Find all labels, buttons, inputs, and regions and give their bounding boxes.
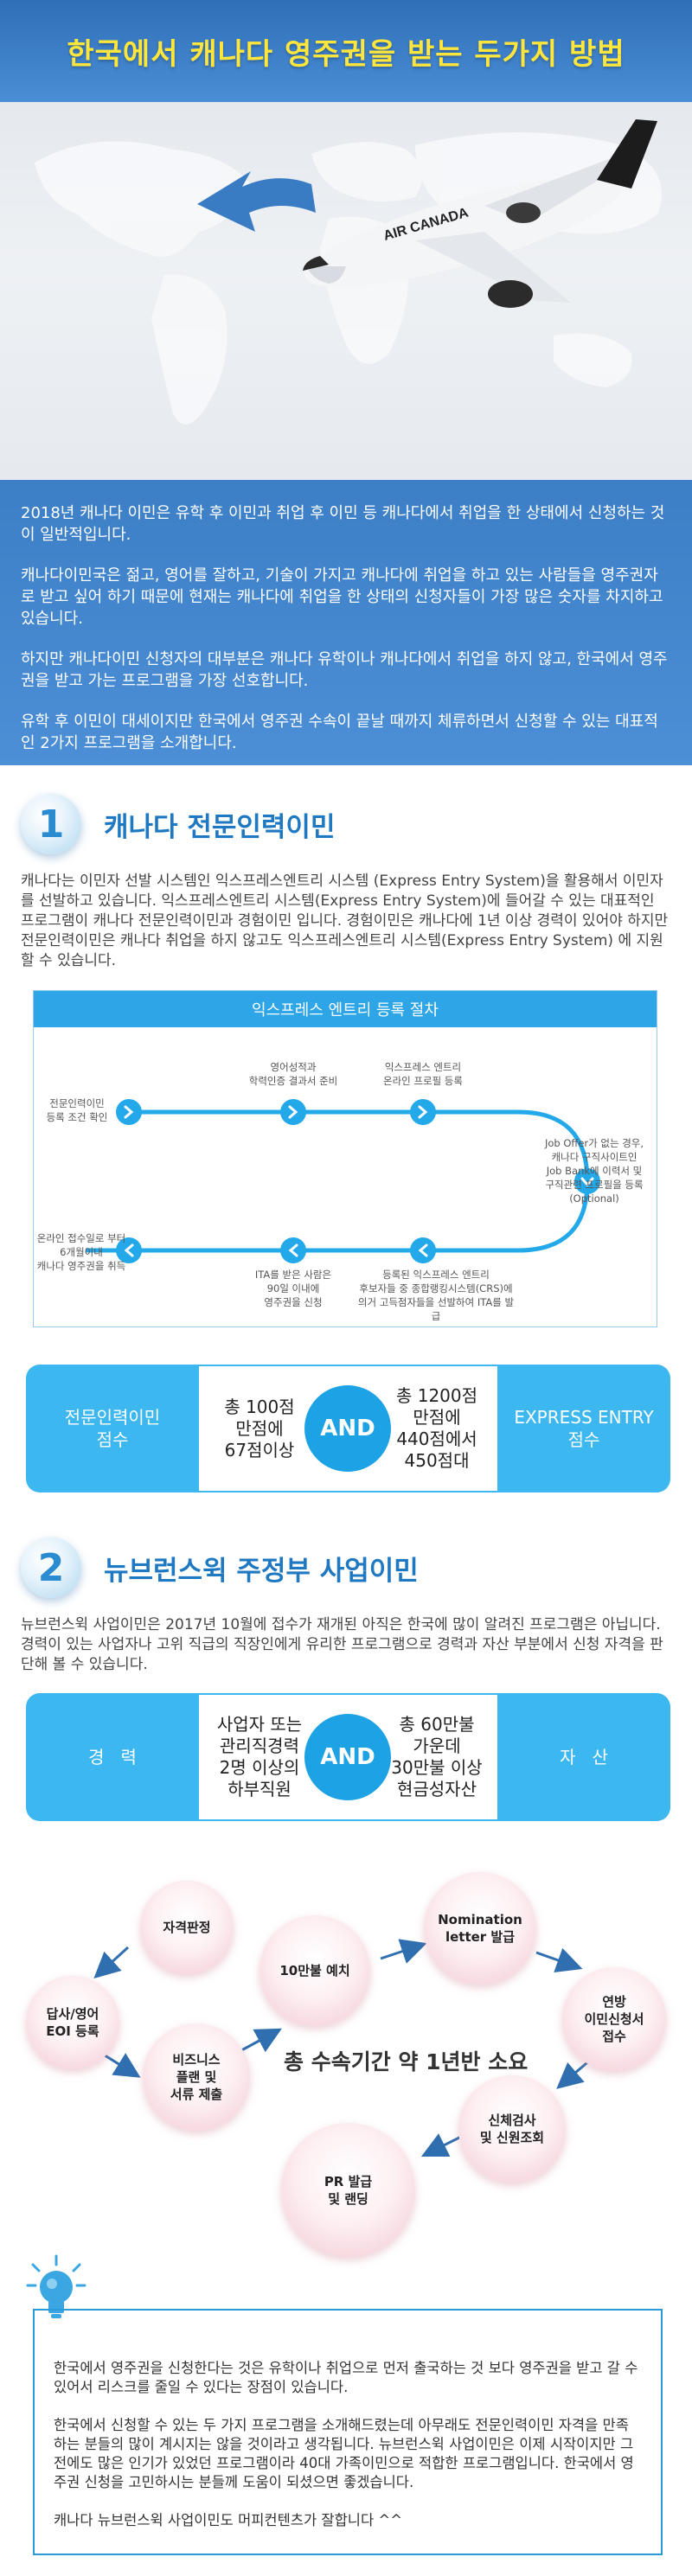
note-paragraph-1: 한국에서 영주권을 신청한다는 것은 유학이나 취업으로 먼저 출국하는 것 보… [54,2360,638,2395]
intro-paragraph-2: 캐나다이민국은 젊고, 영어를 잘하고, 기술이 가지고 캐나다에 취업을 하고… [21,566,663,628]
section-2-number-icon: 2 [21,1537,81,1598]
note-paragraph-2: 한국에서 신청할 수 있는 두 가지 프로그램을 소개해드렸는데 아무래도 전문… [54,2417,634,2490]
section-1-score-box: 전문인력이민 점수 총 100점 만점에 67점이상 AND 총 1200점 만… [26,1365,670,1493]
flow-step-federal-application: 연방 이민신청서 접수 [562,1967,666,2071]
arrow-icon [380,1939,427,1964]
step-6-node [280,1237,306,1263]
world-map-illustration: AIR CANADA [35,119,662,425]
section-1-number-icon: 1 [21,794,81,854]
step-1-label: 전문인력이민 등록 조건 확인 [46,1097,108,1123]
requirement-right-label: 자 산 [497,1693,670,1821]
score-left-value: 총 100점 만점에 67점이상 [224,1396,295,1461]
section-1-title: 캐나다 전문인력이민 [104,811,336,843]
step-2-node [280,1099,306,1125]
intro-paragraph-4: 유학 후 이민이 대세이지만 한국에서 영주권 수속이 끝날 때까지 체류하면서… [21,713,658,752]
flow-step-eligibility: 자격판정 [140,1881,234,1974]
flow-step-medical-check: 신체검사 및 신원조회 [458,2075,566,2183]
flow-step-nomination: Nomination letter 발급 [424,1872,536,1985]
requirement-middle: 사업자 또는 관리직경력 2명 이상의 하부직원 AND 총 60만불 가운데 … [199,1693,497,1821]
section-2-requirement-box: 경 력 사업자 또는 관리직경력 2명 이상의 하부직원 AND 총 60만불 … [26,1693,670,1821]
section-1-header: 1 캐나다 전문인력이민 [21,794,335,854]
arrow-icon [420,2133,464,2157]
chevron-left-icon [418,1243,428,1257]
score-left-label: 전문인력이민 점수 [26,1365,199,1493]
note-paragraph-3: 캐나다 뉴브런스윅 사업이민도 머피컨텐츠가 잘합니다 ^^ [54,2512,403,2528]
chevron-right-icon [288,1105,298,1119]
flow-step-pr-landing: PR 발급 및 랜딩 [281,2123,415,2257]
arrow-icon [535,1947,583,1973]
score-right-label: EXPRESS ENTRY 점수 [497,1365,670,1493]
step-2-label: 영어성적과 학력인증 결과서 준비 [248,1061,338,1087]
score-middle: 총 100점 만점에 67점이상 AND 총 1200점 만점에 440점에서 … [199,1365,497,1493]
step-4-label: Job Offer가 없는 경우, 캐나다 구직사이트인 Job Bank에 이… [544,1137,644,1205]
step-7-label: 온라인 접수일로 부터 6개월이내 캐나다 영주권을 취득 [36,1232,126,1272]
section-1-paragraph: 캐나다는 이민자 선발 시스템인 익스프레스엔트리 시스템 (Express E… [21,873,669,969]
chevron-left-icon [124,1243,134,1257]
step-1-node [116,1099,142,1125]
step-4-node [574,1168,600,1194]
flow-step-deposit: 10만불 예치 [260,1915,370,2026]
requirement-right-value: 총 60만불 가운데 30만불 이상 현금성자산 [391,1714,483,1799]
step-6-label: ITA를 받은 사람은 90일 이내에 영주권을 신청 [254,1269,332,1308]
diagram-title: 익스프레스 엔트리 등록 절차 [34,991,657,1027]
chevron-left-icon [288,1243,298,1257]
intro-panel: 2018년 캐나다 이민은 유학 후 이민과 취업 후 이민 등 캐나다에서 취… [0,480,692,765]
chevron-down-icon [580,1177,594,1187]
and-badge: AND [304,1714,391,1800]
flow-step-business-plan: 비즈니스 플랜 및 서류 제출 [143,2023,250,2131]
requirement-left-value: 사업자 또는 관리직경력 2명 이상의 하부직원 [216,1714,303,1799]
section-2-title: 뉴브런스윅 주정부 사업이민 [104,1555,419,1587]
step-7-node [116,1237,142,1263]
and-badge: AND [304,1385,391,1472]
left-arrow-icon [197,171,316,232]
flow-step-visit-eoi: 답사/영어 EOI 등록 [26,1976,119,2069]
express-entry-diagram: 익스프레스 엔트리 등록 절차 전문인력이민 등록 [33,990,657,1327]
processing-time-label: 총 수속기간 약 1년반 소요 [284,2049,529,2074]
step-3-node [410,1099,436,1125]
title-bar: 한국에서 캐나다 영주권을 받는 두가지 방법 [0,0,692,102]
step-3-label: 익스프레스 엔트리 온라인 프로필 등록 [383,1061,463,1087]
step-5-node [410,1237,436,1263]
chevron-right-icon [124,1105,134,1119]
page-title: 한국에서 캐나다 영주권을 받는 두가지 방법 [67,36,625,72]
requirement-left-label: 경 력 [26,1693,199,1821]
airplane-icon: AIR CANADA [303,119,657,308]
chevron-right-icon [418,1105,428,1119]
intro-paragraph-3: 하지만 캐나다이민 신청자의 대부분은 캐나다 유학이나 캐나다에서 취업을 하… [21,650,668,690]
hero-banner: 한국에서 캐나다 영주권을 받는 두가지 방법 [0,0,692,480]
step-5-label: 등록된 익스프레스 엔트리 후보자들 중 종합랭킹시스템(CRS)에 의거 고득… [357,1269,515,1322]
section-2-header: 2 뉴브런스윅 주정부 사업이민 [21,1537,419,1598]
intro-paragraph-1: 2018년 캐나다 이민은 유학 후 이민과 취업 후 이민 등 캐나다에서 취… [21,504,665,544]
section-2-paragraph: 뉴브런스윅 사업이민은 2017년 10월에 접수가 재개된 아직은 한국에 많… [21,1616,663,1673]
score-right-value: 총 1200점 만점에 440점에서 450점대 [395,1385,478,1471]
arrow-icon [93,1946,130,1979]
process-track [86,1099,600,1263]
summary-note: 한국에서 영주권을 신청한다는 것은 유학이나 취업으로 먼저 출국하는 것 보… [33,2309,663,2555]
